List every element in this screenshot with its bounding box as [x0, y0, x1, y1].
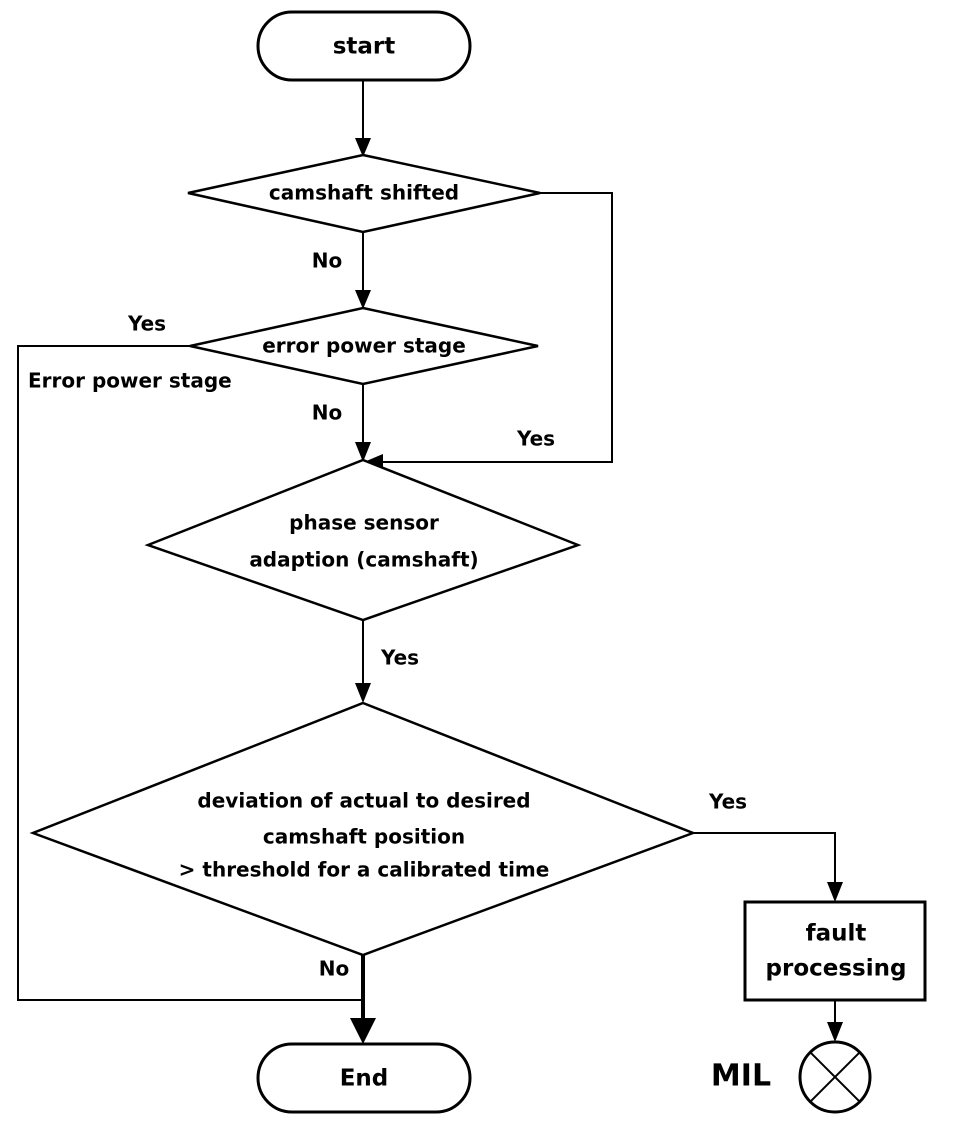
edge-label-error-yes-left: Yes [127, 312, 166, 336]
edge-label-camshaft-no: No [312, 249, 342, 273]
node-deviation-label-line3: > threshold for a calibrated time [179, 858, 550, 882]
mil-label: MIL [711, 1059, 771, 1094]
edge-deviation-no-to-end [350, 955, 376, 1044]
edge-start-to-camshaft [355, 80, 371, 157]
node-deviation-label-line1: deviation of actual to desired [197, 789, 530, 813]
edge-deviation-yes-to-fault [693, 832, 843, 902]
node-end-label: End [340, 1066, 389, 1092]
edge-camshaft-no-to-error [355, 232, 371, 309]
edge-phase-yes-to-deviation [355, 620, 371, 703]
node-fault-processing-label-line2: processing [766, 956, 907, 982]
node-fault-processing-label-line1: fault [806, 921, 867, 947]
edge-label-phase-yes: Yes [380, 646, 419, 670]
node-process-fault-processing[interactable]: fault processing [743, 900, 927, 1002]
edge-label-deviation-no: No [319, 957, 349, 981]
edge-fault-to-mil [827, 1000, 843, 1042]
edge-label-error-no: No [312, 401, 342, 425]
node-end[interactable]: End [256, 1042, 472, 1114]
node-start[interactable]: start [256, 10, 472, 82]
node-phase-sensor-label-line1: phase sensor [289, 511, 439, 535]
node-deviation-label-line2: camshaft position [263, 825, 465, 849]
node-decision-camshaft-shifted[interactable]: camshaft shifted [187, 153, 541, 234]
edge-error-no-to-phase [355, 384, 371, 462]
node-camshaft-shifted-label: camshaft shifted [269, 181, 459, 205]
edge-label-camshaft-yes: Yes [516, 427, 555, 451]
node-error-power-stage-label: error power stage [262, 334, 466, 358]
node-decision-error-power-stage[interactable]: error power stage [189, 306, 539, 386]
edge-error-yes-left-rail [17, 345, 363, 1001]
node-decision-deviation[interactable]: deviation of actual to desired camshaft … [29, 701, 697, 957]
node-phase-sensor-label-line2: adaption (camshaft) [249, 548, 478, 572]
edge-label-error-power-stage-branch: Error power stage [28, 369, 232, 393]
node-decision-phase-sensor-adaption[interactable]: phase sensor adaption (camshaft) [144, 458, 582, 622]
edge-label-deviation-yes: Yes [708, 790, 747, 814]
node-start-label: start [333, 34, 396, 60]
node-mil-indicator[interactable] [798, 1040, 872, 1114]
